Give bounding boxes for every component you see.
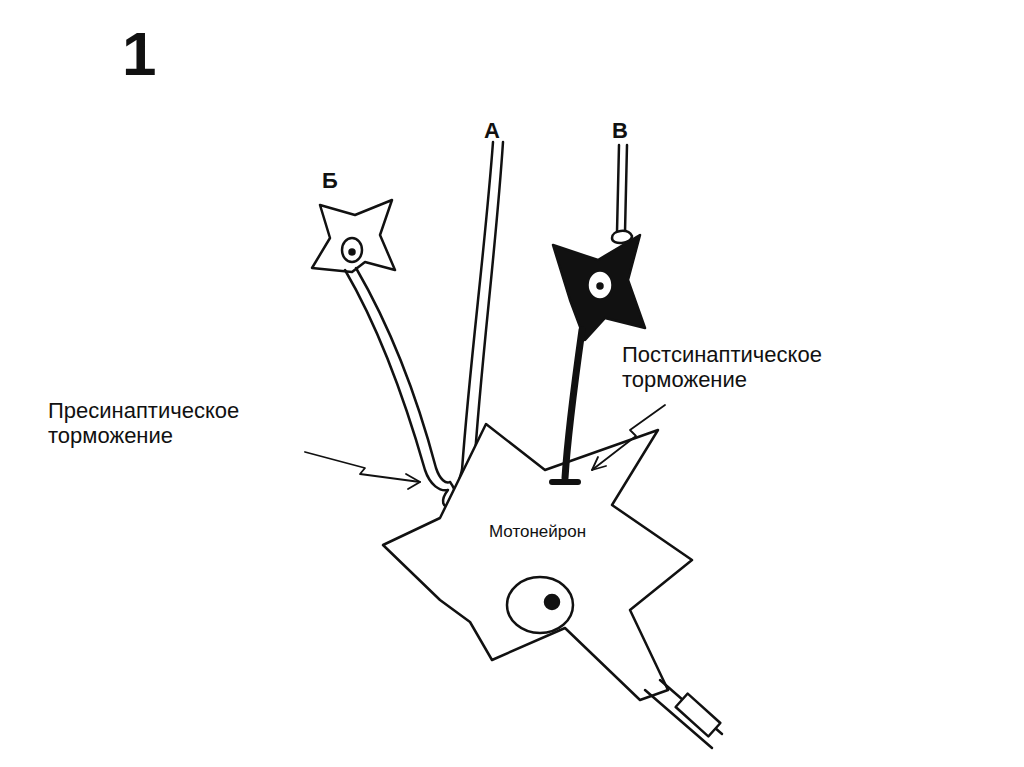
neuron-letter: Б — [322, 168, 352, 193]
inhibitory-axon — [565, 330, 582, 478]
motoneuron-nucleus — [507, 577, 573, 633]
inhibition-label: Постсинаптическое торможение — [622, 342, 952, 393]
neuron-b-nucleus — [342, 238, 362, 262]
fiber-v — [617, 145, 627, 232]
inhibitory-neuron — [553, 235, 645, 340]
fiber-letter: А — [484, 118, 514, 143]
figure-number: 1 — [122, 18, 202, 89]
fiber-letter: В — [612, 118, 642, 143]
inhibition-label: Пресинаптическое торможение — [48, 398, 318, 449]
neuron-b-body — [312, 200, 395, 272]
leader-arrow — [305, 452, 420, 482]
motoneuron-body — [383, 424, 692, 700]
leader-arrow — [592, 405, 665, 470]
neuron-cell: Мотонейрон — [383, 422, 693, 702]
cell-name: Мотонейрон — [489, 522, 586, 542]
motoneuron-axon — [645, 680, 722, 748]
